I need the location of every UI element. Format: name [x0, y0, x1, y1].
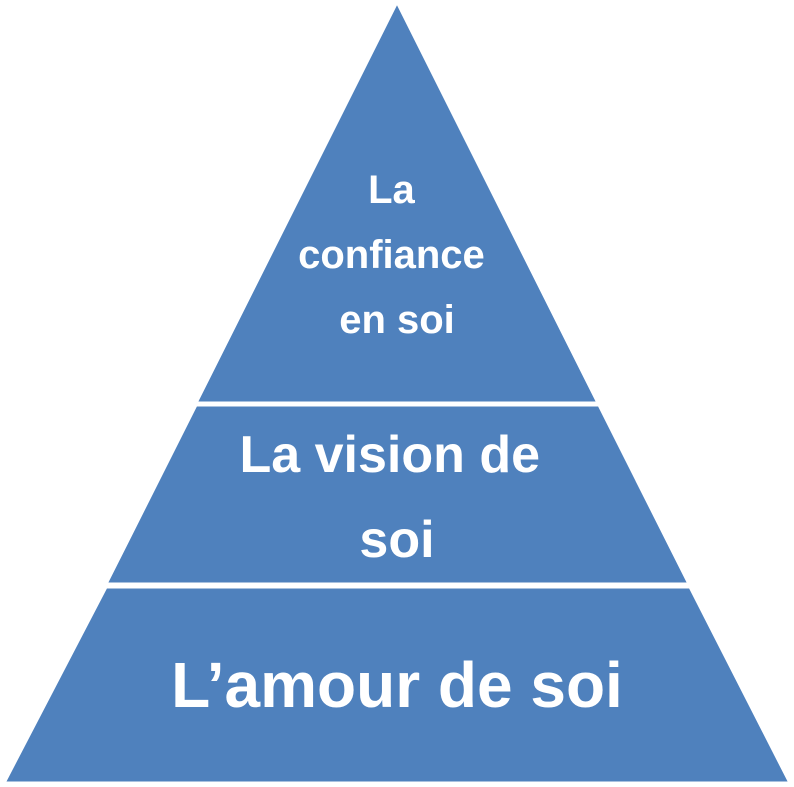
tier-top: La confiance en soi [193, 0, 601, 405]
tier-bottom-label-line-1: L’amour de soi [171, 649, 623, 721]
tier-top-label-line-2: confiance [298, 233, 485, 277]
tier-bottom-label: L’amour de soi [171, 649, 623, 721]
tier-middle: La vision de soi [103, 403, 692, 586]
tier-middle-shape [103, 403, 692, 586]
tier-middle-label-line-2: soi [359, 511, 434, 569]
tier-top-shape [193, 0, 601, 405]
tier-top-label-line-1: La [368, 168, 415, 212]
tier-middle-label: La vision de soi [240, 426, 555, 569]
tier-middle-label-line-1: La vision de [240, 426, 541, 484]
tier-bottom: L’amour de soi [1, 585, 793, 785]
tier-top-label-line-3: en soi [339, 298, 455, 342]
tier-bottom-shape [1, 585, 793, 785]
tier-top-label: La confiance en soi [298, 168, 496, 342]
